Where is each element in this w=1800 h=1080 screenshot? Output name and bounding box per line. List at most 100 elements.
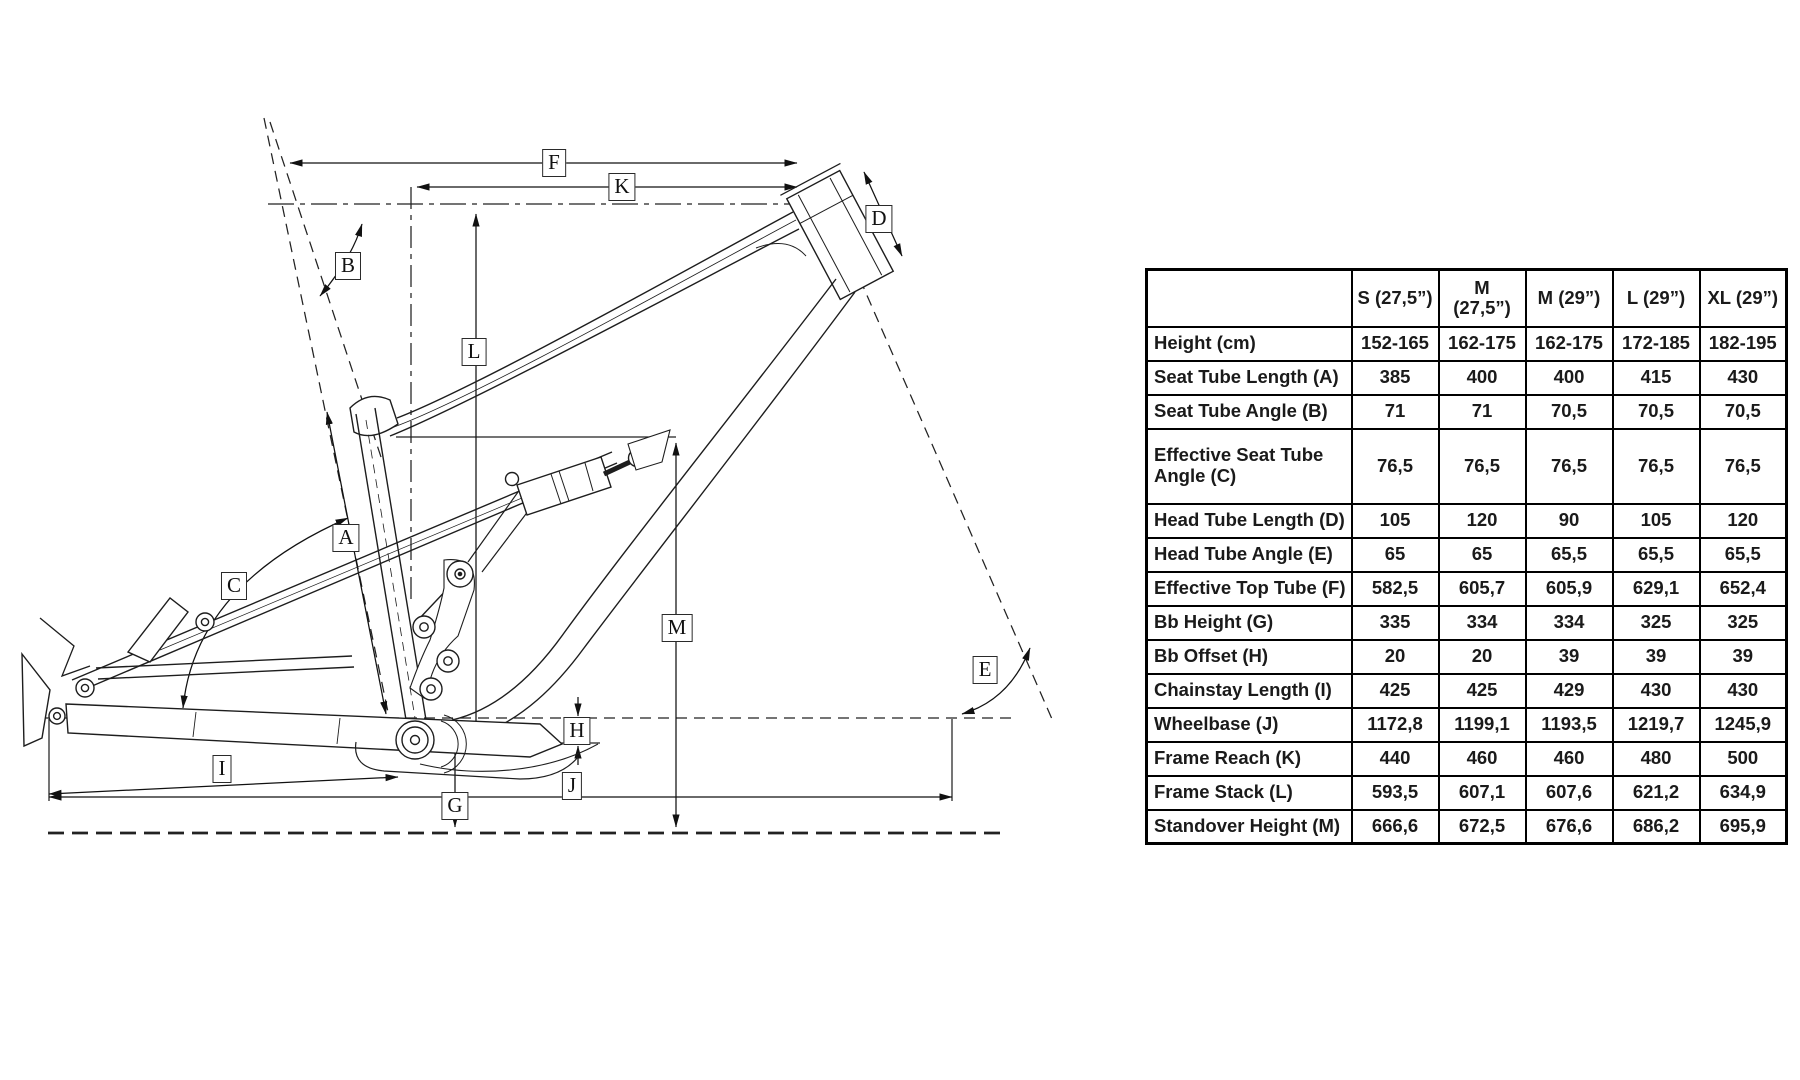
- value-cell: 334: [1524, 604, 1614, 641]
- value-cell: 39: [1698, 638, 1788, 675]
- top-tube: [396, 211, 794, 419]
- value-cell: 607,6: [1524, 774, 1614, 811]
- value-cell: 334: [1437, 604, 1527, 641]
- row-label: Wheelbase (J): [1145, 706, 1353, 743]
- value-cell: 65,5: [1698, 536, 1788, 573]
- value-cell: 76,5: [1350, 427, 1440, 505]
- value-cell: 105: [1611, 502, 1701, 539]
- value-cell: 440: [1350, 740, 1440, 777]
- suspension-linkage: [409, 559, 475, 701]
- value-cell: 605,9: [1524, 570, 1614, 607]
- rear-shock: [467, 429, 671, 573]
- value-cell: 652,4: [1698, 570, 1788, 607]
- value-cell: 582,5: [1350, 570, 1440, 607]
- dim-label-A: A: [332, 524, 360, 552]
- value-cell: 425: [1437, 672, 1527, 709]
- geometry-table-header-row: S (27,5”)M (27,5”)M (29”)L (29”)XL (29”): [1145, 268, 1788, 328]
- value-cell: 1193,5: [1524, 706, 1614, 743]
- size-column-header: S (27,5”): [1350, 268, 1440, 328]
- dim-label-E: E: [972, 656, 998, 684]
- value-cell: 400: [1524, 359, 1614, 396]
- value-cell: 666,6: [1350, 808, 1440, 845]
- value-cell: 20: [1350, 638, 1440, 675]
- steering-axis-line: [830, 212, 1053, 720]
- value-cell: 182-195: [1698, 325, 1788, 362]
- value-cell: 105: [1350, 502, 1440, 539]
- seat-cluster: [349, 395, 399, 437]
- value-cell: 120: [1437, 502, 1527, 539]
- value-cell: 162-175: [1437, 325, 1527, 362]
- value-cell: 621,2: [1611, 774, 1701, 811]
- chain-stay: [65, 703, 564, 758]
- value-cell: 430: [1611, 672, 1701, 709]
- value-cell: 480: [1611, 740, 1701, 777]
- value-cell: 70,5: [1524, 393, 1614, 430]
- head-tube: [780, 162, 895, 301]
- dim-label-L: L: [461, 338, 487, 366]
- value-cell: 400: [1437, 359, 1527, 396]
- size-column-corner: [1145, 268, 1353, 328]
- dim-label-G: G: [441, 792, 469, 820]
- value-cell: 70,5: [1611, 393, 1701, 430]
- value-cell: 325: [1611, 604, 1701, 641]
- value-cell: 70,5: [1698, 393, 1788, 430]
- value-cell: 76,5: [1611, 427, 1701, 505]
- row-label: Seat Tube Length (A): [1145, 359, 1353, 396]
- value-cell: 65,5: [1524, 536, 1614, 573]
- value-cell: 593,5: [1350, 774, 1440, 811]
- value-cell: 325: [1698, 604, 1788, 641]
- dim-label-M: M: [661, 614, 693, 642]
- value-cell: 120: [1698, 502, 1788, 539]
- seat-tube: [355, 413, 409, 733]
- row-label: Seat Tube Angle (B): [1145, 393, 1353, 430]
- value-cell: 1172,8: [1350, 706, 1440, 743]
- value-cell: 76,5: [1524, 427, 1614, 505]
- row-label: Head Tube Angle (E): [1145, 536, 1353, 573]
- row-label: Frame Stack (L): [1145, 774, 1353, 811]
- value-cell: 676,6: [1524, 808, 1614, 845]
- value-cell: 1199,1: [1437, 706, 1527, 743]
- row-label: Frame Reach (K): [1145, 740, 1353, 777]
- row-label: Head Tube Length (D): [1145, 502, 1353, 539]
- value-cell: 90: [1524, 502, 1614, 539]
- value-cell: 629,1: [1611, 570, 1701, 607]
- value-cell: 686,2: [1611, 808, 1701, 845]
- value-cell: 460: [1524, 740, 1614, 777]
- value-cell: 1245,9: [1698, 706, 1788, 743]
- dim-label-I: I: [212, 755, 232, 783]
- geometry-table-wrap: S (27,5”)M (27,5”)M (29”)L (29”)XL (29”)…: [1145, 268, 1788, 845]
- dim-line-I: [48, 774, 399, 797]
- value-cell: 162-175: [1524, 325, 1614, 362]
- row-label: Bb Height (G): [1145, 604, 1353, 641]
- value-cell: 39: [1611, 638, 1701, 675]
- row-label: Effective Seat Tube Angle (C): [1145, 427, 1353, 505]
- value-cell: 172-185: [1611, 325, 1701, 362]
- size-column-header: XL (29”): [1698, 268, 1788, 328]
- angle-arc-E: [961, 647, 1031, 715]
- value-cell: 429: [1524, 672, 1614, 709]
- row-label: Chainstay Length (I): [1145, 672, 1353, 709]
- row-label: Standover Height (M): [1145, 808, 1353, 845]
- value-cell: 65: [1437, 536, 1527, 573]
- size-column-header: M (27,5”): [1437, 268, 1527, 328]
- value-cell: 76,5: [1437, 427, 1527, 505]
- rocker-link: [627, 429, 671, 471]
- value-cell: 460: [1437, 740, 1527, 777]
- value-cell: 430: [1698, 672, 1788, 709]
- dim-label-F: F: [542, 149, 566, 177]
- value-cell: 65,5: [1611, 536, 1701, 573]
- value-cell: 71: [1437, 393, 1527, 430]
- value-cell: 335: [1350, 604, 1440, 641]
